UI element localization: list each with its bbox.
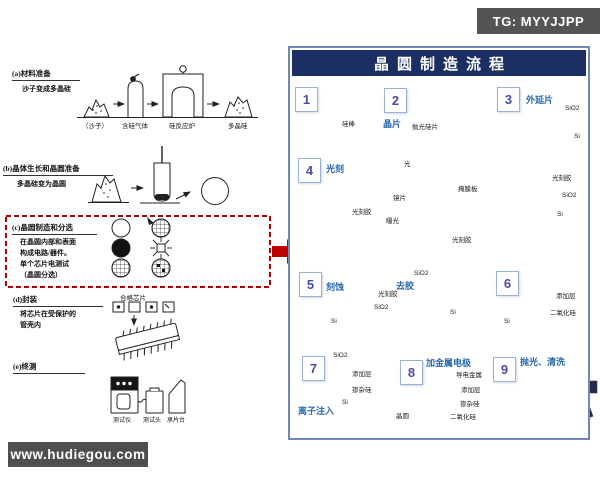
section-c-line: 在晶圆内部和表面 xyxy=(20,238,76,246)
step-9-number: 9 xyxy=(493,357,516,382)
red-dashed-box xyxy=(5,215,271,288)
si-label: Si xyxy=(574,133,580,140)
step-9-title: 抛光、清洗 xyxy=(520,357,566,367)
crystal-puller-drawing xyxy=(153,146,171,202)
section-d-line: 管壳内 xyxy=(20,321,41,329)
strip-title: 去胶 xyxy=(396,281,415,291)
gas-cylinder-drawing xyxy=(127,73,144,117)
light-label: 光 xyxy=(404,161,411,168)
step-8-number: 8 xyxy=(400,360,423,385)
resist-label: 光刻胶 xyxy=(452,237,472,244)
step-7-title: 离子注入 xyxy=(298,406,335,416)
step-7-number: 7 xyxy=(302,356,325,381)
step-2-title: 晶片 xyxy=(383,119,402,129)
step-4-number: 4 xyxy=(298,158,321,183)
sio2-label: SiO2 xyxy=(562,192,577,199)
flow-arrow xyxy=(175,191,191,200)
test-head-drawing xyxy=(145,387,164,414)
section-b-subtitle: 多晶硅变为晶圆 xyxy=(17,180,66,188)
section-b-label: (b)晶体生长和晶圆准备 xyxy=(3,163,113,176)
item-label-poly: 多晶硅 xyxy=(228,123,248,130)
step-5-number: 5 xyxy=(299,272,322,297)
resist-label: 光刻胶 xyxy=(552,175,572,182)
section-d-line: 将芯片在受保护的 xyxy=(20,310,76,318)
wafer-stage-drawing xyxy=(168,379,186,414)
metal-label: 导电金属 xyxy=(456,372,482,379)
sand-pile-drawing xyxy=(83,98,110,118)
section-d-label: (d)封装 xyxy=(13,294,103,307)
step-3-title: 外延片 xyxy=(526,95,554,105)
si-label: Si xyxy=(342,399,348,406)
wafer-process-panel: 晶圆制造流程 xyxy=(288,46,590,440)
section-e-label: (e)终测 xyxy=(13,361,85,374)
site-watermark-badge: www.hudiegou.com xyxy=(8,442,148,467)
step-2-number: 2 xyxy=(384,88,407,113)
section-c-line: 构成电路/器件。 xyxy=(20,249,71,257)
dip-package-drawing xyxy=(115,318,181,361)
lens-label: 镜片 xyxy=(393,195,406,202)
step-4-title: 光刻 xyxy=(326,164,345,174)
mask-label: 掩膜板 xyxy=(458,186,478,193)
resist-label: 光刻胶 xyxy=(378,291,398,298)
si-label: Si xyxy=(557,211,563,218)
add-layer-label: 添加层 xyxy=(556,293,576,300)
item-label-gas: 含硅气体 xyxy=(122,123,148,130)
step-1-number: 1 xyxy=(295,87,318,112)
sio2-label: SiO2 xyxy=(565,105,580,112)
wafer-sort-drawings xyxy=(111,217,172,278)
ingot-label: 硅棒 xyxy=(342,121,355,128)
add-layer-label: 添加层 xyxy=(352,371,372,378)
good-chips-drawing xyxy=(112,301,175,313)
si-label: Si xyxy=(331,318,337,325)
expose-label: 曝光 xyxy=(386,218,399,225)
resist-label: 光刻胶 xyxy=(352,209,372,216)
tg-watermark-badge: TG: MYYJJPP xyxy=(477,8,600,34)
panel-title: 晶圆制造流程 xyxy=(292,50,586,76)
red-arrow xyxy=(272,239,303,264)
add-layer-label: 添加层 xyxy=(461,387,481,394)
section-a-label: (a)材料准备 xyxy=(12,68,80,81)
good-chips-label: 合格芯片 xyxy=(120,295,146,302)
section-c-line: （晶圆分选） xyxy=(20,271,62,279)
doped-si-label: 掺杂硅 xyxy=(352,387,372,394)
wafer-label: 晶圆 xyxy=(396,413,409,420)
tester-drawing xyxy=(110,376,139,414)
dioxide-label: 二氧化硅 xyxy=(550,310,576,317)
poly-mound-drawing xyxy=(91,174,122,203)
dioxide-label: 二氧化硅 xyxy=(450,414,476,421)
sio2-label: SiO2 xyxy=(414,270,429,277)
step-3-number: 3 xyxy=(497,87,520,112)
section-c-line: 单个芯片电测试 xyxy=(20,260,69,268)
item-label-furnace: 硅反应炉 xyxy=(169,123,195,130)
step-5-title: 刻蚀 xyxy=(326,282,345,292)
section-a-subtitle: 沙子变成多晶硅 xyxy=(22,85,71,93)
doped-si-label: 掺杂硅 xyxy=(460,401,480,408)
step-8-title: 加金属电极 xyxy=(426,358,472,368)
machine-label-head: 测试头 xyxy=(143,418,162,424)
section-c-label: (c)晶圆制造和分选 xyxy=(12,222,97,235)
step-6-number: 6 xyxy=(496,271,519,296)
machine-label-stage: 承片台 xyxy=(167,418,186,424)
si-label: Si xyxy=(450,309,456,316)
furnace-drawing xyxy=(162,65,204,118)
machine-label-tester: 测试仪 xyxy=(113,418,132,424)
wafer-label: 抛光硅片 xyxy=(412,124,438,131)
item-label-sand: （沙子） xyxy=(82,123,108,130)
si-label: Si xyxy=(504,318,510,325)
boule-drawing xyxy=(201,177,229,205)
sio2-label: SiO2 xyxy=(374,304,389,311)
sio2-label: SiO2 xyxy=(333,352,348,359)
polysilicon-pile-drawing xyxy=(224,96,253,118)
